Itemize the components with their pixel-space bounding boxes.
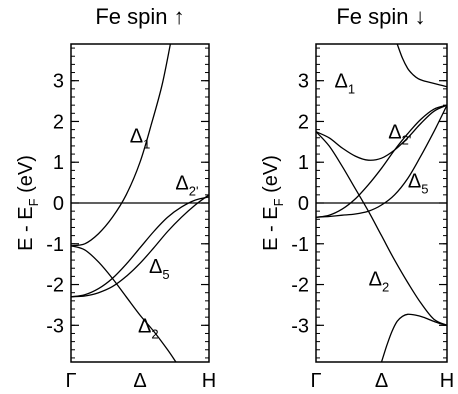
band-curve-3	[316, 104, 447, 218]
band-curve-3	[71, 245, 177, 362]
x-label-delta: Δ	[133, 370, 146, 392]
band-label: Δ1	[335, 71, 356, 97]
y-tick-label: 1	[298, 152, 309, 174]
y-tick-label: 3	[298, 71, 309, 93]
y-tick-label: 0	[298, 193, 309, 215]
band-curve-1	[71, 194, 209, 298]
band-label: Δ2	[138, 315, 159, 341]
y-tick-label: 3	[53, 71, 64, 93]
y-tick-label: -1	[46, 234, 64, 256]
y-axis-label: E - EF (eV)	[260, 155, 286, 251]
band-curve-1	[316, 104, 447, 161]
band-curve-4	[396, 44, 447, 88]
y-tick-label: -2	[46, 275, 64, 297]
y-tick-label: 0	[53, 193, 64, 215]
y-tick-label: -1	[291, 234, 309, 256]
y-tick-label: 1	[53, 152, 64, 174]
x-label-gamma: Γ	[310, 370, 321, 392]
x-label-delta: Δ	[375, 370, 388, 392]
x-label-h: H	[202, 370, 216, 392]
y-tick-label: -3	[46, 315, 64, 337]
band-curve-0	[316, 131, 447, 326]
y-tick-label: -2	[291, 275, 309, 297]
band-label: Δ1	[130, 126, 151, 152]
band-label: Δ2'	[388, 122, 411, 148]
band-curve-2	[316, 104, 447, 218]
band-label: Δ2	[369, 268, 390, 294]
band-label: Δ5	[408, 171, 429, 197]
panel-title: Fe spin ↓	[336, 4, 425, 29]
y-axis-label: E - EF (eV)	[15, 155, 41, 251]
x-label-gamma: Γ	[65, 370, 76, 392]
band-curve-0	[71, 44, 172, 247]
y-tick-label: 2	[298, 111, 309, 133]
band-curve-2	[71, 196, 209, 298]
y-tick-label: 2	[53, 111, 64, 133]
panel-title: Fe spin ↑	[95, 4, 184, 29]
band-curve-5	[380, 313, 447, 362]
band-label: Δ2'	[175, 173, 198, 199]
band-label: Δ5	[149, 256, 170, 282]
x-label-h: H	[440, 370, 454, 392]
y-tick-label: -3	[291, 315, 309, 337]
